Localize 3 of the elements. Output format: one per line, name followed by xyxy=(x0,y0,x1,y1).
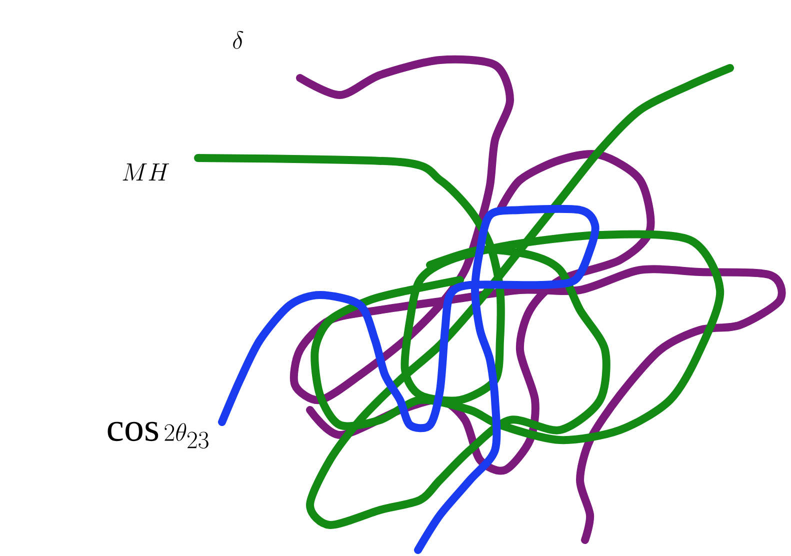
curve-label: $\delta$ xyxy=(233,30,244,49)
curve-label: $MH$ xyxy=(122,164,170,180)
curve-label: $\cos 2\theta_{23}$ xyxy=(108,422,208,449)
